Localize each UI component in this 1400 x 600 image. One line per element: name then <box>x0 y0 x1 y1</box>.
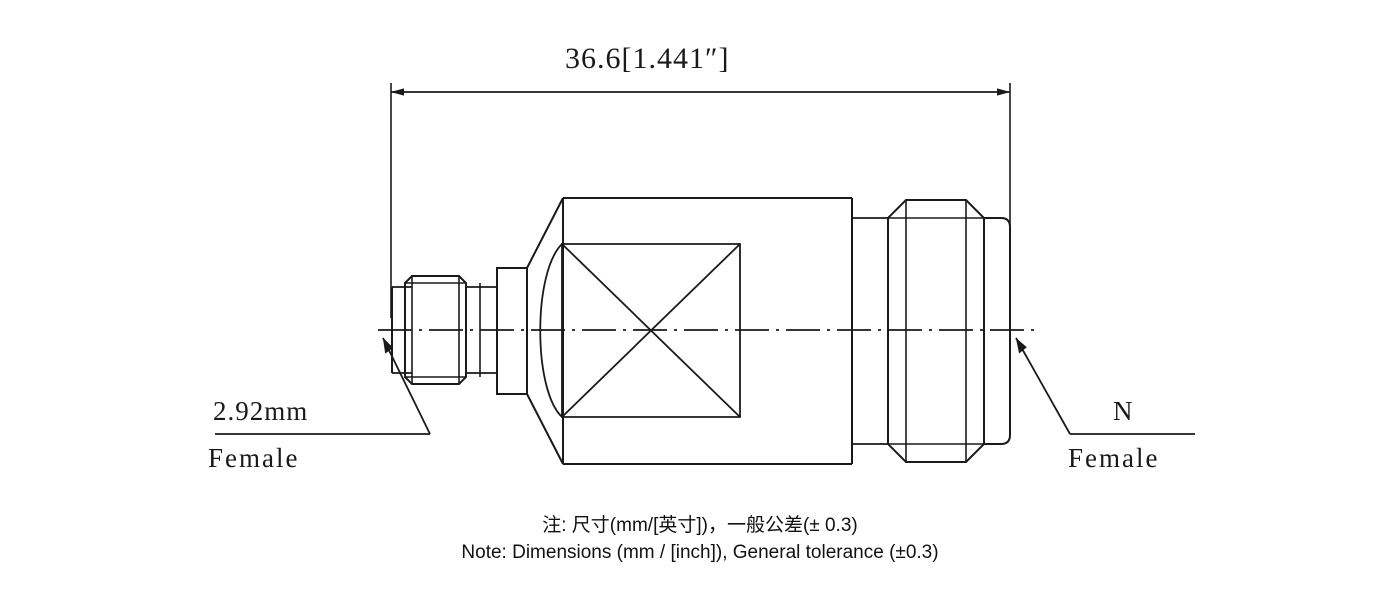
drawing-notes: 注: 尺寸(mm/[英寸])，一般公差(± 0.3) Note: Dimensi… <box>0 512 1400 566</box>
right-connector-n <box>851 198 1011 464</box>
overall-length-dimension-label: 36.6[1.441″] <box>565 42 730 75</box>
note-line-chinese: 注: 尺寸(mm/[英寸])，一般公差(± 0.3) <box>542 515 858 536</box>
left-connector-type-label: 2.92mm <box>213 396 309 426</box>
center-body <box>526 197 852 465</box>
left-connector-gender-label: Female <box>208 443 300 473</box>
hex-flat-indicator <box>561 243 741 418</box>
right-connector-type-label: N <box>1113 396 1134 426</box>
leader-left-connector <box>215 337 431 435</box>
right-connector-gender-label: Female <box>1068 443 1160 473</box>
leader-right-connector <box>1015 337 1195 435</box>
note-line-english: Note: Dimensions (mm / [inch]), General … <box>461 542 939 563</box>
left-connector-2.92mm <box>391 267 528 395</box>
